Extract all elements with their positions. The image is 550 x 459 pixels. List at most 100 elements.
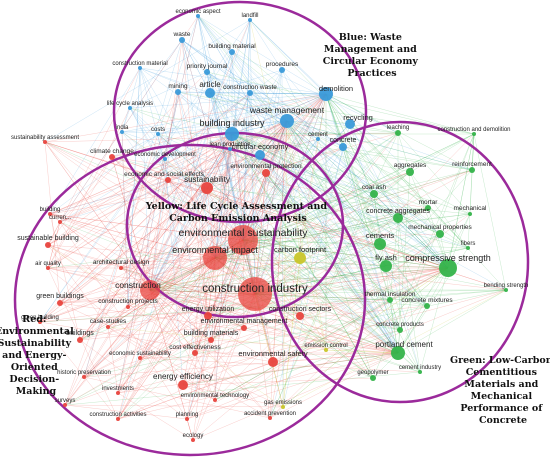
- edge-layer: [39, 15, 507, 441]
- network-edge: [47, 213, 471, 269]
- network-edge: [127, 293, 256, 308]
- network-edge: [149, 289, 421, 373]
- network-edge: [117, 267, 449, 420]
- network-edge: [59, 221, 188, 420]
- network-edge: [206, 71, 381, 245]
- green-node: [425, 205, 431, 211]
- green-annotation: Green: Low-Carbon Cementitious Materials…: [450, 355, 550, 426]
- network-edge: [265, 120, 288, 174]
- blue-node: [175, 89, 181, 95]
- network-edge: [286, 120, 351, 125]
- network-edge: [111, 156, 216, 259]
- network-edge: [79, 148, 231, 341]
- blue-node-label: economic aspect: [175, 9, 220, 15]
- network-edge: [254, 132, 399, 295]
- network-edge: [59, 179, 169, 223]
- blue-node: [120, 130, 124, 134]
- network-edge: [164, 91, 179, 160]
- network-edge: [349, 123, 399, 219]
- network-edge: [149, 207, 429, 291]
- network-edge: [39, 179, 169, 323]
- red-node: [45, 242, 51, 248]
- network-edge: [249, 92, 256, 295]
- network-edge: [181, 39, 209, 317]
- blue-node: [225, 127, 239, 141]
- network-edge: [120, 133, 233, 269]
- green-node-label: mechanical: [454, 205, 487, 212]
- network-edge: [197, 15, 251, 94]
- network-edge: [299, 257, 399, 354]
- network-edge: [242, 93, 327, 241]
- network-edge: [389, 299, 399, 354]
- network-edge: [149, 91, 179, 291]
- network-edge: [127, 67, 141, 308]
- network-edge: [44, 141, 61, 304]
- blue-node-label: costs: [151, 127, 165, 133]
- network-edge: [192, 293, 256, 441]
- blue-node-label: recycling: [343, 113, 373, 122]
- network-edge: [231, 132, 399, 135]
- network-edge: [117, 239, 244, 420]
- network-edge: [231, 93, 327, 135]
- network-edge: [214, 133, 475, 401]
- network-edge: [129, 107, 244, 241]
- network-edge: [111, 156, 429, 209]
- network-edge: [214, 148, 231, 259]
- network-edge: [254, 267, 449, 295]
- network-edge: [117, 120, 288, 394]
- red-node: [106, 325, 110, 329]
- red-node-label: environmental impact: [172, 245, 258, 255]
- network-edge: [49, 67, 141, 215]
- network-edge: [120, 154, 261, 269]
- network-edge: [149, 289, 256, 295]
- network-edge: [117, 120, 288, 420]
- network-edge: [254, 217, 399, 295]
- network-edge: [83, 39, 183, 378]
- blue-node-label: building material: [208, 43, 256, 50]
- network-edge: [44, 141, 507, 291]
- green-node-label: mortar: [419, 199, 439, 206]
- red-node-label: architectural design: [93, 259, 150, 266]
- network-edge: [149, 71, 208, 291]
- green-node-label: compressive strength: [405, 253, 491, 263]
- red-node: [178, 380, 188, 390]
- red-node: [63, 403, 67, 407]
- network-edge: [139, 67, 244, 241]
- network-edge: [186, 133, 233, 420]
- red-node-label: environmental management: [201, 318, 288, 325]
- network-edge: [44, 141, 271, 419]
- network-edge: [139, 67, 327, 95]
- network-edge: [214, 120, 288, 259]
- green-node: [469, 167, 475, 173]
- network-edge: [79, 305, 428, 341]
- network-edge: [286, 120, 301, 259]
- network-edge: [107, 267, 449, 328]
- network-edge: [121, 131, 399, 354]
- network-edge: [210, 207, 429, 341]
- network-edge: [83, 376, 271, 419]
- green-node: [370, 375, 376, 381]
- network-edge: [181, 39, 288, 122]
- network-edge: [149, 257, 216, 291]
- network-edge: [214, 257, 507, 291]
- network-edge: [127, 19, 251, 308]
- red-node-label: ecology: [183, 433, 204, 439]
- blue-node: [179, 37, 185, 43]
- green-node-label: bending strength: [484, 283, 529, 289]
- network-edge: [186, 239, 244, 420]
- network-edge: [129, 39, 183, 109]
- network-edge: [64, 404, 284, 408]
- network-edge: [214, 257, 374, 379]
- network-edge: [254, 289, 507, 295]
- network-edge: [385, 169, 473, 267]
- network-edge: [149, 92, 251, 291]
- network-edge: [83, 257, 216, 378]
- network-edge: [59, 93, 327, 304]
- network-edge: [121, 107, 131, 133]
- network-edge: [47, 244, 196, 354]
- network-edge: [149, 239, 244, 291]
- network-edge: [197, 15, 327, 95]
- network-edge: [59, 138, 319, 223]
- network-edge: [373, 169, 473, 195]
